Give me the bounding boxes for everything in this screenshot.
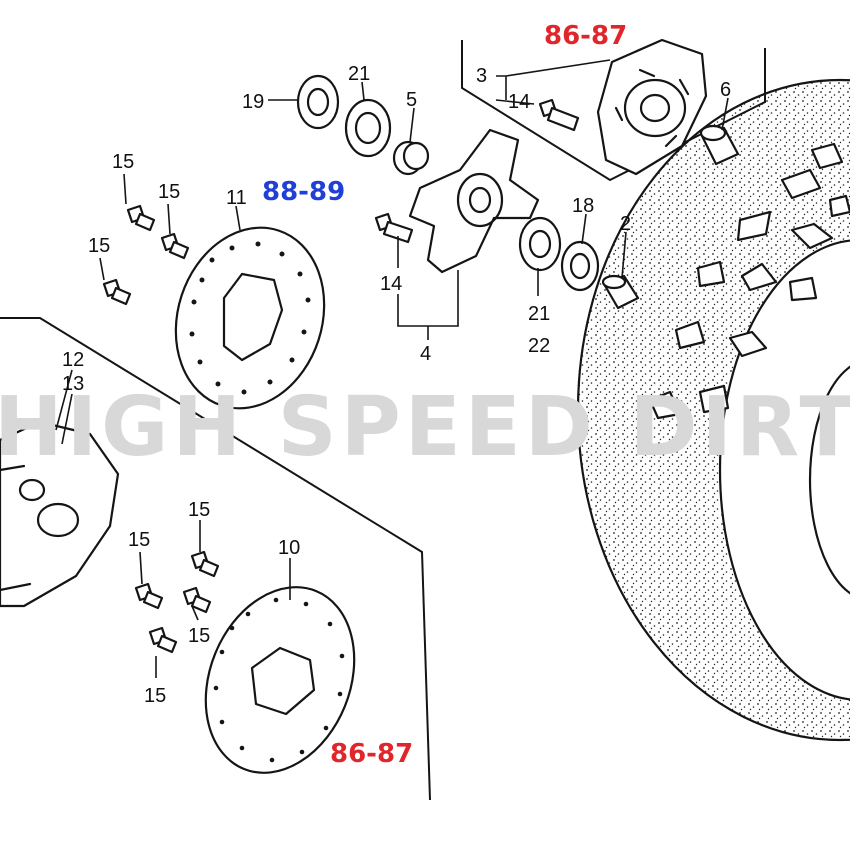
callout-15: 15	[88, 235, 110, 257]
callout-2: 2	[620, 213, 631, 235]
callout-15: 15	[112, 151, 134, 173]
callout-11: 11	[226, 187, 247, 209]
callout-14-top: 14	[508, 91, 530, 113]
callout-4: 4	[420, 343, 431, 365]
callout-21-top: 21	[348, 63, 370, 85]
callout-10: 10	[278, 537, 300, 559]
callout-15: 15	[188, 625, 210, 647]
disc-11-holes	[189, 241, 311, 395]
callout-15: 15	[128, 529, 150, 551]
hub-bolt-center	[374, 212, 414, 244]
bearing-cap-19	[296, 74, 340, 130]
collar-5	[392, 140, 430, 176]
bearing-21-top	[344, 98, 392, 158]
disc-bolt	[102, 278, 132, 306]
seal-18	[560, 240, 600, 292]
callout-18: 18	[572, 195, 594, 217]
spacer-2	[601, 274, 640, 310]
callout-6: 6	[720, 79, 731, 101]
tread-lugs	[648, 142, 850, 420]
leader-lines	[55, 59, 729, 678]
tire	[576, 78, 850, 742]
callout-12: 12	[62, 349, 84, 371]
callout-22: 22	[528, 335, 550, 357]
disc-bolt	[126, 204, 156, 232]
callout-13: 13	[62, 373, 84, 395]
callout-15: 15	[158, 181, 180, 203]
year-label-bottom: 86-87	[330, 739, 413, 769]
frame-bottom-left	[0, 317, 431, 801]
callouts: 19 21 5 3 14 6 18 2 21 22 14 4 11 15 15 …	[62, 63, 731, 707]
disc-bolt	[190, 550, 220, 578]
disc-bolt	[148, 626, 178, 654]
frame-top-right	[461, 40, 766, 182]
disc-bolt	[160, 232, 190, 260]
callout-15: 15	[144, 685, 166, 707]
callout-19: 19	[242, 91, 264, 113]
callout-3: 3	[476, 65, 487, 87]
year-label-top: 86-87	[544, 21, 627, 51]
disc-bolts	[102, 204, 220, 654]
callout-5: 5	[406, 89, 417, 111]
spacer-6	[699, 124, 740, 166]
watermark: HIGH SPEED DIRT!	[0, 380, 850, 475]
disc-10-holes	[213, 597, 345, 763]
bearing-21-right	[518, 216, 562, 272]
disc-bolt	[134, 582, 164, 610]
hub-86-87	[596, 38, 708, 176]
callout-21-right: 21	[528, 303, 550, 325]
brake-disc-10	[204, 586, 356, 774]
hub-4	[408, 128, 540, 274]
callout-15: 15	[188, 499, 210, 521]
hub-bolt-top	[538, 98, 580, 132]
disc-bolt	[182, 586, 212, 614]
callout-14-center: 14	[380, 273, 402, 295]
brake-disc-11	[174, 226, 326, 410]
year-label-middle: 88-89	[262, 177, 345, 207]
